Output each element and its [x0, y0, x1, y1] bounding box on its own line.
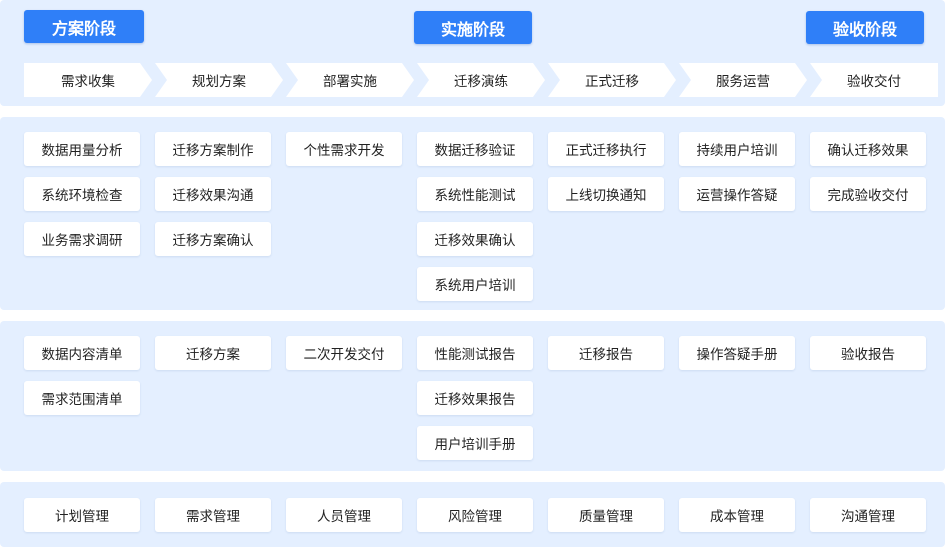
chevron-shape: [155, 63, 283, 97]
process-step: 需求收集: [24, 63, 152, 97]
activity-card: 持续用户培训: [679, 132, 795, 166]
deliverable-card: 需求范围清单: [24, 381, 140, 415]
process-step-label: 部署实施: [323, 74, 377, 90]
activity-card: 运营操作答疑: [679, 177, 795, 211]
deliverables-panel: 数据内容清单需求范围清单迁移方案二次开发交付性能测试报告迁移效果报告用户培训手册…: [0, 321, 945, 471]
phase-header-plan: 方案阶段: [24, 10, 144, 43]
phases-panel: 方案阶段 实施阶段 验收阶段 需求收集 规划方案 部署实施 迁移演练 正式迁移 服务运营 验…: [0, 0, 945, 106]
process-step: 正式迁移: [548, 63, 676, 97]
activity-card: 迁移方案制作: [155, 132, 271, 166]
management-card: 人员管理: [286, 498, 402, 532]
process-step: 部署实施: [286, 63, 414, 97]
phase-header-implement: 实施阶段: [414, 11, 532, 44]
process-step-label: 需求收集: [61, 74, 115, 90]
chevron-shape: [810, 63, 938, 97]
deliverable-card: 数据内容清单: [24, 336, 140, 370]
process-step: 服务运营: [679, 63, 807, 97]
process-step-label: 验收交付: [847, 74, 901, 90]
activity-card: 个性需求开发: [286, 132, 402, 166]
activity-card: 系统用户培训: [417, 267, 533, 301]
activity-card: 数据迁移验证: [417, 132, 533, 166]
deliverable-card: 验收报告: [810, 336, 926, 370]
activity-card: 系统环境检查: [24, 177, 140, 211]
management-card: 需求管理: [155, 498, 271, 532]
management-card: 质量管理: [548, 498, 664, 532]
activity-card: 确认迁移效果: [810, 132, 926, 166]
deliverable-card: 操作答疑手册: [679, 336, 795, 370]
management-card: 沟通管理: [810, 498, 926, 532]
activity-card: 迁移效果沟通: [155, 177, 271, 211]
deliverable-card: 迁移方案: [155, 336, 271, 370]
activity-card: 系统性能测试: [417, 177, 533, 211]
activity-card: 数据用量分析: [24, 132, 140, 166]
process-step-label: 迁移演练: [454, 74, 508, 90]
process-step-label: 服务运营: [716, 74, 770, 90]
chevron-shape: [679, 63, 807, 97]
chevron-shape: [417, 63, 545, 97]
management-card: 计划管理: [24, 498, 140, 532]
deliverable-card: 二次开发交付: [286, 336, 402, 370]
activity-card: 上线切换通知: [548, 177, 664, 211]
phase-header-accept: 验收阶段: [806, 11, 924, 44]
process-step: 迁移演练: [417, 63, 545, 97]
management-panel: 计划管理需求管理人员管理风险管理质量管理成本管理沟通管理: [0, 482, 945, 547]
deliverable-card: 迁移效果报告: [417, 381, 533, 415]
process-step: 规划方案: [155, 63, 283, 97]
process-step-label: 规划方案: [192, 74, 246, 90]
deliverable-card: 用户培训手册: [417, 426, 533, 460]
activity-card: 迁移效果确认: [417, 222, 533, 256]
management-card: 风险管理: [417, 498, 533, 532]
activity-card: 迁移方案确认: [155, 222, 271, 256]
activity-card: 正式迁移执行: [548, 132, 664, 166]
activity-card: 完成验收交付: [810, 177, 926, 211]
activities-panel: 数据用量分析系统环境检查业务需求调研 迁移方案制作迁移效果沟通迁移方案确认 个性需求…: [0, 117, 945, 310]
deliverable-card: 迁移报告: [548, 336, 664, 370]
activity-card: 业务需求调研: [24, 222, 140, 256]
management-card: 成本管理: [679, 498, 795, 532]
chevron-shape: [548, 63, 676, 97]
process-step-label: 正式迁移: [585, 74, 639, 90]
chevron-shape: [24, 63, 152, 97]
chevron-shape: [286, 63, 414, 97]
deliverable-card: 性能测试报告: [417, 336, 533, 370]
process-step: 验收交付: [810, 63, 938, 97]
